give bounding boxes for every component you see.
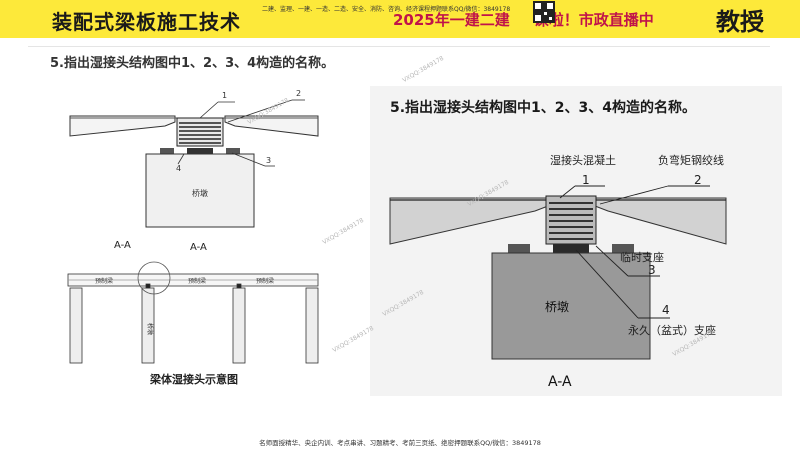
left-wet-joint (176, 117, 224, 147)
watermark-1: VXQQ:3849178 (401, 54, 446, 85)
left-elevation (67, 261, 319, 364)
qr-code-icon (533, 1, 555, 23)
right-temp-bearing-right (612, 244, 634, 253)
page-title: 装配式梁板施工技术 (52, 10, 241, 34)
left-precast-beam-label-2: 预制梁 (188, 277, 206, 285)
right-label-3: 3 (648, 263, 656, 277)
right-label-temp-bearing: 临时支座 (620, 250, 664, 264)
right-permanent-bearing (553, 244, 589, 253)
left-pier-label: 桥墩 (192, 188, 208, 198)
left-temp-bearing-right (226, 148, 240, 154)
right-pier-label: 桥墩 (545, 300, 569, 314)
right-label-2: 2 (694, 173, 702, 187)
right-label-wet-concrete: 湿接头混凝土 (550, 153, 616, 167)
left-label-2: 2 (296, 89, 301, 98)
left-question: 5.指出湿接头结构图中1、2、3、4构造的名称。 (50, 56, 335, 71)
left-temp-bearing-left (160, 148, 174, 154)
header-notice: 二建、监理、一建、一造、二造、安全、消防、咨询、经济课程押题联系QQ/微信：38… (262, 6, 511, 13)
footer-notice: 名师面授精华、央企内训、考点串讲、习题精考、考前三页纸、绝密押题联系QQ/微信：… (259, 439, 541, 447)
live-banner-tail: 课啦！市政直播中 (533, 11, 654, 29)
left-deck-slab (69, 115, 319, 137)
right-pier (491, 252, 651, 360)
left-leaders (177, 99, 305, 167)
left-permanent-bearing (187, 148, 213, 154)
left-label-3: 3 (266, 156, 271, 165)
right-label-permanent-bearing: 永久（盆式）支座 (628, 323, 716, 337)
left-pier (145, 153, 255, 228)
right-temp-bearing-left (508, 244, 530, 253)
right-deck-slab (389, 197, 727, 245)
left-section-mark-upper: A-A (114, 240, 131, 251)
header-bar: 装配式梁板施工技术 二建、监理、一建、一造、二造、安全、消防、咨询、经济课程押题… (0, 0, 800, 38)
header-divider (28, 46, 770, 47)
right-section-mark: A-A (548, 374, 572, 390)
right-panel: 5.指出湿接头结构图中1、2、3、4构造的名称。 湿接头混凝土 负弯矩钢绞线 1… (370, 86, 782, 396)
left-label-4: 4 (176, 164, 181, 173)
left-precast-beam-label-3: 预制梁 (256, 277, 274, 285)
live-banner-lead: 2025年一建二建 (393, 11, 510, 29)
right-diagram: 5.指出湿接头结构图中1、2、3、4构造的名称。 湿接头混凝土 负弯矩钢绞线 1… (389, 99, 727, 390)
right-label-4: 4 (662, 303, 670, 317)
left-label-1: 1 (222, 91, 227, 100)
right-wet-joint (545, 195, 597, 245)
right-question: 5.指出湿接头结构图中1、2、3、4构造的名称。 (390, 99, 696, 116)
left-precast-beam-label-1: 预制梁 (95, 277, 113, 285)
right-label-1: 1 (582, 173, 590, 187)
left-diagram: 桥墩 1 2 3 4 A-A A-A 预制梁 预制梁 预制梁 桥墩 梁体湿接头示… (67, 89, 319, 386)
left-caption: 梁体湿接头示意图 (149, 372, 238, 386)
left-section-mark-mid: A-A (190, 242, 207, 253)
live-banner: 2025年一建二建 课啦！市政直播中 (393, 9, 654, 30)
brand-badge: 教授 (716, 8, 764, 36)
right-label-neg-moment: 负弯矩钢绞线 (658, 153, 724, 167)
right-leaders (559, 185, 710, 319)
left-pier-vertical-label: 桥墩 (146, 323, 154, 335)
